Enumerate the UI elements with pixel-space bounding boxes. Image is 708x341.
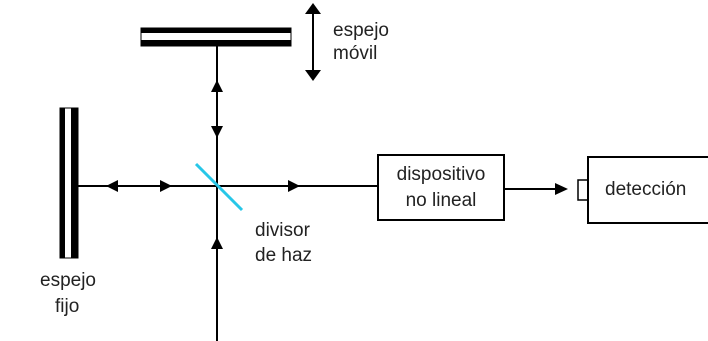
arrow-left-fixed xyxy=(106,180,118,192)
moving-mirror-bottom-bar xyxy=(141,40,291,46)
fixed-mirror-right-bar xyxy=(71,108,78,258)
beam-splitter xyxy=(194,162,244,212)
detector-aperture xyxy=(577,179,589,201)
nonlinear-device-label-2: no lineal xyxy=(405,189,477,211)
moving-mirror-label-2: móvil xyxy=(333,43,378,64)
fixed-mirror-left-bar xyxy=(60,108,65,258)
moving-mirror-label-1: espejo xyxy=(333,20,389,41)
detection-label: detección xyxy=(605,179,687,200)
detector-box xyxy=(587,156,708,224)
beam-splitter-label-2: de haz xyxy=(255,245,313,266)
arrow-right-fixed xyxy=(160,180,172,192)
arrow-up-lower xyxy=(211,237,223,249)
motion-arrow-down-head xyxy=(305,70,321,81)
arrow-down-upper xyxy=(211,126,223,138)
arrow-right-detector xyxy=(555,183,568,195)
arrow-up-upper xyxy=(211,80,223,92)
motion-arrow-up-head xyxy=(305,3,321,14)
fixed-mirror-label-2: fijo xyxy=(55,296,80,317)
arrow-right-output xyxy=(288,180,300,192)
fixed-mirror-label-1: espejo xyxy=(40,270,96,291)
nonlinear-device-label-1: dispositivo xyxy=(396,163,486,185)
nonlinear-device-box xyxy=(377,154,505,221)
moving-mirror-top-bar xyxy=(141,28,291,33)
beam-splitter-label-1: divisor xyxy=(255,220,310,241)
